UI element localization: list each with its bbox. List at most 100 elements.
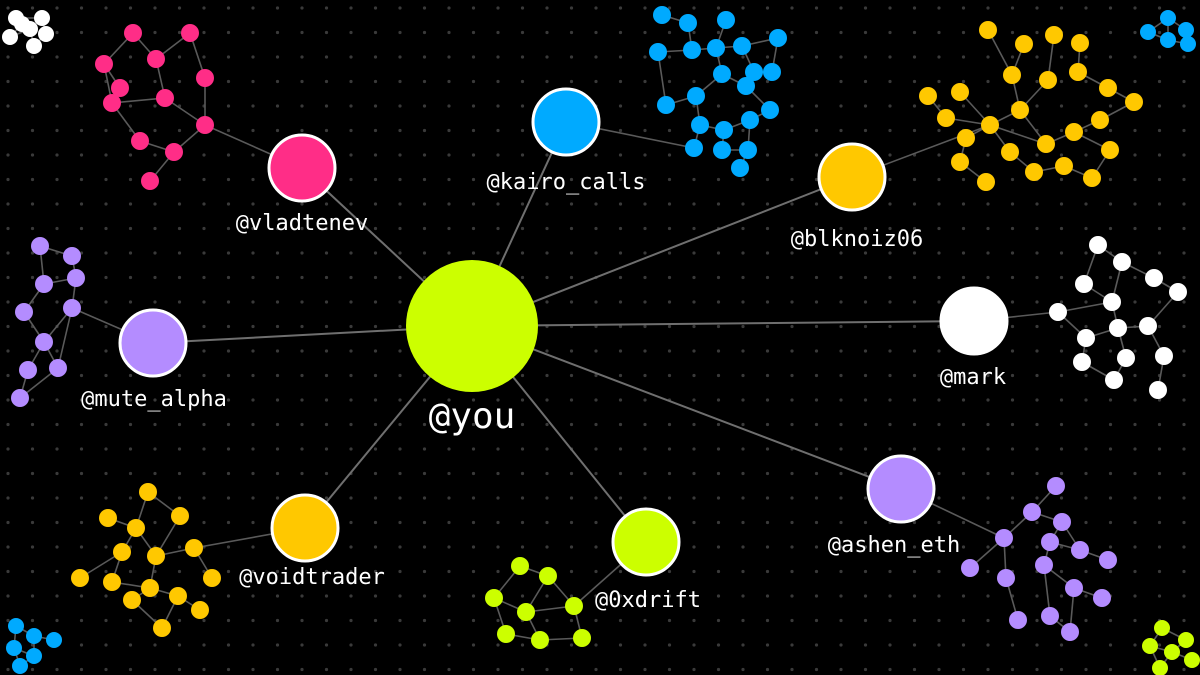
cluster-node	[1180, 36, 1196, 52]
account-label-vladtenev: @vladtenev	[236, 211, 368, 236]
cluster-node	[185, 539, 203, 557]
cluster-node	[1099, 551, 1117, 569]
cluster-edge	[989, 124, 1047, 145]
cluster-node	[685, 139, 703, 157]
account-node-kairo_calls[interactable]	[531, 87, 601, 157]
account-node-mark[interactable]	[939, 286, 1009, 356]
cluster-node	[1055, 157, 1073, 175]
corner-cluster-top-right	[1140, 10, 1196, 52]
cluster-node	[1145, 269, 1163, 287]
cluster-node	[1025, 163, 1043, 181]
cluster-node	[196, 116, 214, 134]
spoke-blknoiz06	[471, 176, 853, 327]
cluster-node	[531, 631, 549, 649]
cluster-node	[31, 237, 49, 255]
cluster-node	[113, 543, 131, 561]
cluster-node	[141, 172, 159, 190]
cluster-node	[1083, 169, 1101, 187]
account-node-vladtenev[interactable]	[267, 133, 337, 203]
cluster-node	[95, 55, 113, 73]
cluster-node	[26, 628, 42, 644]
cluster-node	[739, 141, 757, 159]
cluster-node	[1142, 638, 1158, 654]
cluster-node	[1015, 35, 1033, 53]
spoke-mark	[471, 320, 975, 327]
cluster-node	[1109, 319, 1127, 337]
cluster-0xdrift	[485, 541, 647, 649]
nodes-layer	[118, 87, 1009, 577]
cluster-node	[67, 269, 85, 287]
cluster-node	[691, 116, 709, 134]
cluster-node	[1117, 349, 1135, 367]
cluster-node	[1155, 347, 1173, 365]
cluster-node	[1071, 34, 1089, 52]
cluster-node	[1065, 123, 1083, 141]
cluster-node	[99, 509, 117, 527]
cluster-node	[1037, 135, 1055, 153]
cluster-node	[1178, 632, 1194, 648]
cluster-mute_alpha	[11, 237, 154, 407]
cluster-node	[141, 579, 159, 597]
cluster-node	[1035, 556, 1053, 574]
cluster-edge	[57, 307, 73, 369]
cluster-node	[1023, 503, 1041, 521]
cluster-node	[981, 116, 999, 134]
cluster-node	[156, 89, 174, 107]
cluster-node	[1039, 71, 1057, 89]
cluster-ashen_eth	[900, 477, 1117, 641]
cluster-node	[1053, 513, 1071, 531]
cluster-node	[139, 483, 157, 501]
cluster-node	[995, 529, 1013, 547]
account-node-mute_alpha[interactable]	[118, 308, 188, 378]
cluster-node	[733, 37, 751, 55]
cluster-node	[1099, 79, 1117, 97]
cluster-node	[103, 573, 121, 591]
cluster-node	[951, 83, 969, 101]
cluster-node	[153, 619, 171, 637]
cluster-node	[1073, 353, 1091, 371]
account-node-blknoiz06[interactable]	[817, 142, 887, 212]
cluster-node	[1075, 275, 1093, 293]
cluster-node	[713, 65, 731, 83]
spoke-ashen_eth	[471, 325, 902, 490]
cluster-node	[1065, 579, 1083, 597]
cluster-node	[1113, 253, 1131, 271]
cluster-node	[1061, 623, 1079, 641]
cluster-node	[769, 29, 787, 47]
corner-cluster-bottom-left	[6, 618, 62, 674]
cluster-node	[1149, 381, 1167, 399]
cluster-blknoiz06	[851, 21, 1143, 191]
cluster-node	[1140, 24, 1156, 40]
cluster-node	[6, 640, 22, 656]
cluster-node	[1169, 283, 1187, 301]
cluster-node	[181, 24, 199, 42]
hub-node[interactable]	[406, 260, 538, 392]
cluster-node	[937, 109, 955, 127]
cluster-node	[38, 26, 54, 42]
account-node-ashen_eth[interactable]	[866, 454, 936, 524]
account-label-blknoiz06: @blknoiz06	[791, 227, 923, 252]
cluster-node	[1077, 329, 1095, 347]
account-label-mark: @mark	[940, 365, 1006, 390]
cluster-node	[565, 597, 583, 615]
cluster-node	[1011, 101, 1029, 119]
account-node-0xdrift[interactable]	[611, 507, 681, 577]
cluster-node	[19, 361, 37, 379]
cluster-node	[1091, 111, 1109, 129]
cluster-node	[14, 16, 30, 32]
cluster-node	[707, 39, 725, 57]
cluster-node	[679, 14, 697, 32]
cluster-node	[8, 618, 24, 634]
cluster-node	[977, 173, 995, 191]
cluster-node	[653, 6, 671, 24]
cluster-node	[49, 359, 67, 377]
account-label-mute_alpha: @mute_alpha	[81, 387, 227, 412]
account-label-kairo_calls: @kairo_calls	[487, 170, 646, 195]
hub-label: @you	[429, 396, 516, 437]
cluster-node	[741, 111, 759, 129]
account-node-voidtrader[interactable]	[270, 493, 340, 563]
cluster-node	[1047, 477, 1065, 495]
cluster-kairo_calls	[565, 6, 787, 177]
cluster-node	[1101, 141, 1119, 159]
